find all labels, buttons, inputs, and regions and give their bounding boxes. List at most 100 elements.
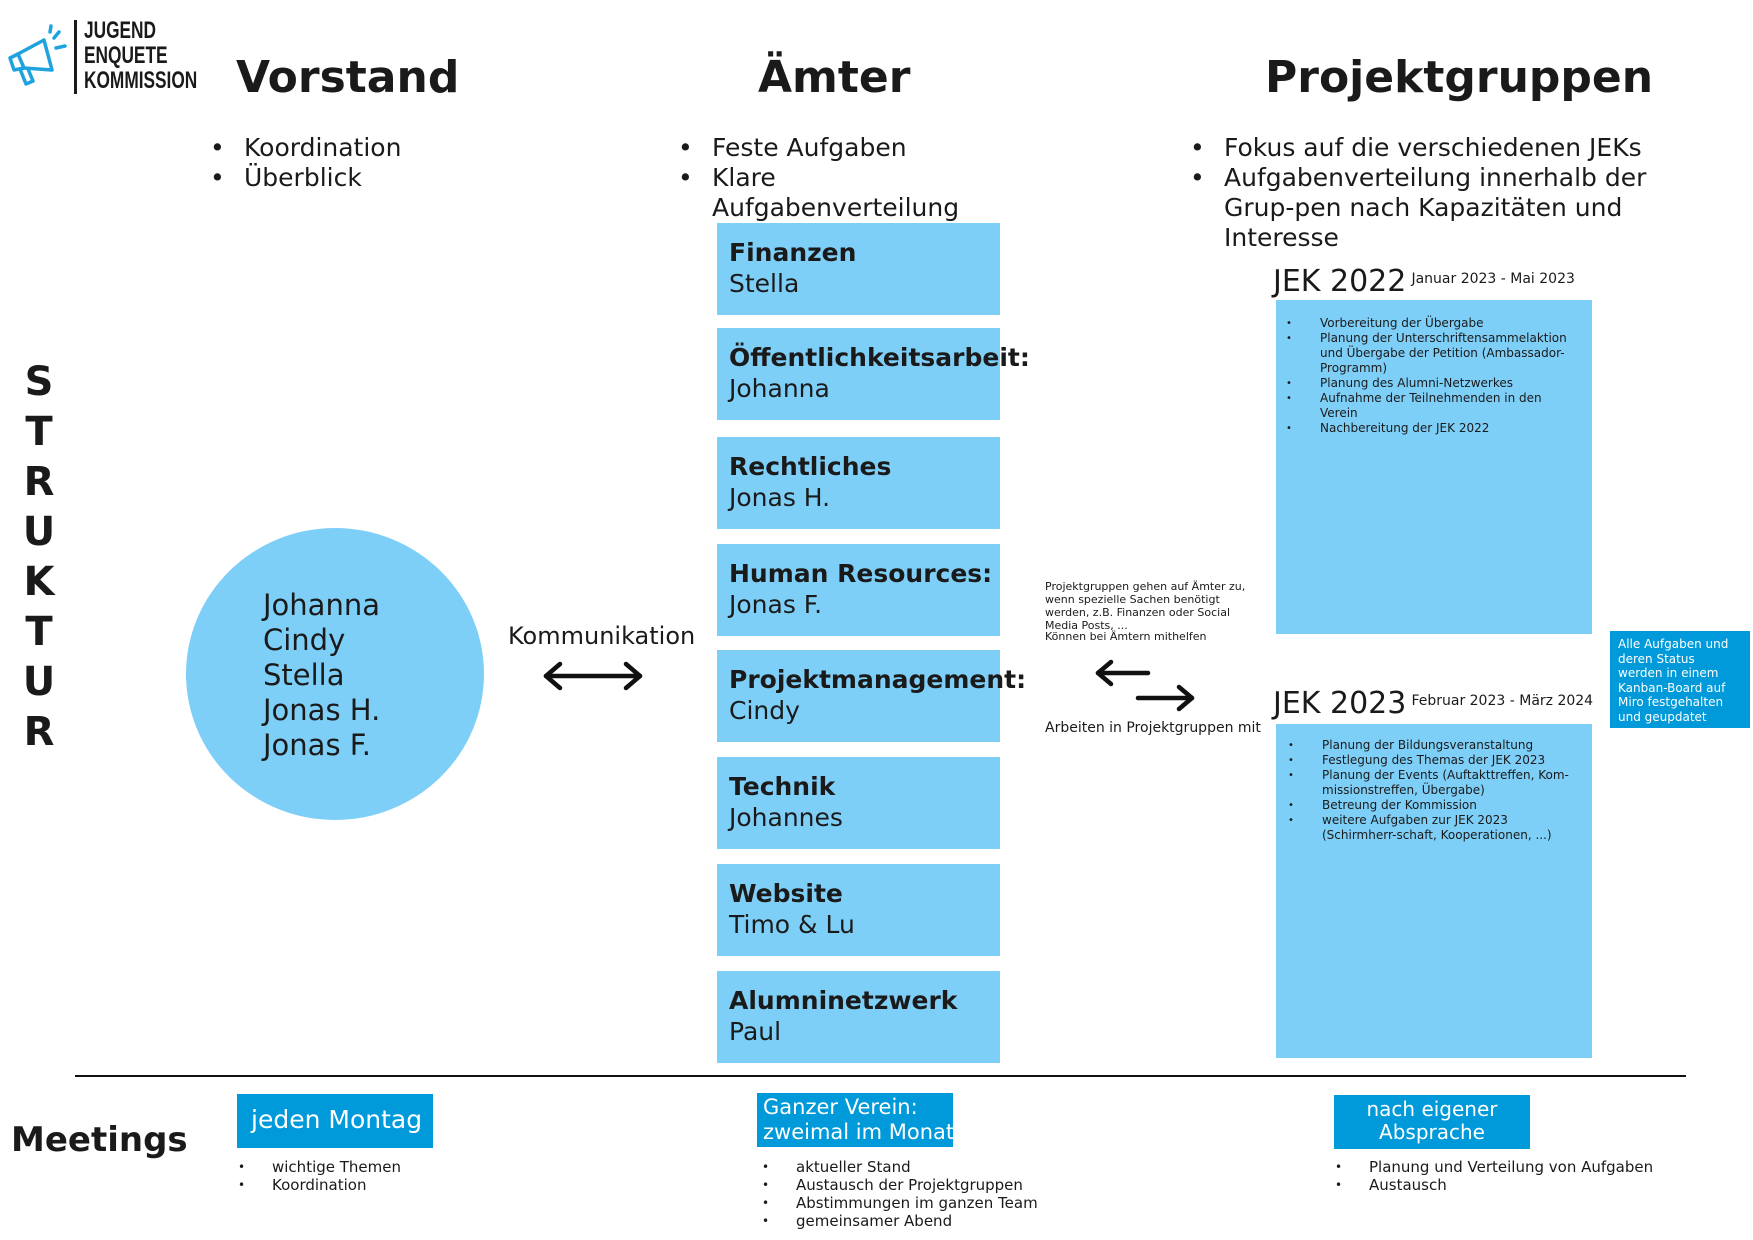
list-item: Feste Aufgaben [678, 133, 1018, 163]
side-title-letter: R [23, 459, 55, 505]
meeting-verein-badge: Ganzer Verein: zweimal im Monat [757, 1093, 954, 1147]
amt-person: Jonas H. [729, 483, 831, 512]
jek2023-box: Planung der Bildungsveranstaltung Festle… [1276, 724, 1592, 1058]
list-item: aktueller Stand [762, 1158, 1082, 1176]
vorstand-title: Vorstand [236, 52, 460, 103]
meeting-projekt-bullets: Planung und Verteilung von Aufgaben Aust… [1335, 1158, 1695, 1194]
meeting-projekt-badge: nach eigener Absprache [1334, 1095, 1530, 1149]
meeting-projekt-label-2: Absprache [1379, 1120, 1485, 1144]
meeting-verein-bullets: aktueller Stand Austausch der Projektgru… [762, 1158, 1082, 1230]
list-item: Betreung der Kommission [1288, 798, 1580, 813]
amt-title: Human Resources: [729, 559, 993, 588]
amt-title: Website [729, 879, 843, 908]
side-title-letter: K [23, 559, 55, 605]
vorstand-bullets: Koordination Überblick [210, 133, 510, 193]
meeting-vorstand-bullets: wichtige Themen Koordination [238, 1158, 518, 1194]
logo-divider [74, 20, 77, 94]
double-arrow-icon [543, 661, 643, 691]
meeting-vorstand-badge: jeden Montag [237, 1094, 433, 1148]
amt-title: Finanzen [729, 238, 857, 267]
note-projektgruppen-aemter: Projektgruppen gehen auf Ämter zu, wenn … [1045, 580, 1246, 632]
list-item: Planung der Unterschriftensammelaktion u… [1286, 331, 1582, 376]
exchange-arrows-icon [1095, 659, 1195, 712]
amt-title: Öffentlichkeitsarbeit: [729, 343, 1030, 372]
amt-person: Johanna [729, 374, 830, 403]
list-item: Planung und Verteilung von Aufgaben [1335, 1158, 1695, 1176]
list-item: weitere Aufgaben zur JEK 2023 (Schirmher… [1288, 813, 1580, 843]
amt-person: Jonas F. [729, 590, 823, 619]
list-item: Planung der Bildungsveranstaltung [1288, 738, 1580, 753]
list-item: Festlegung des Themas der JEK 2023 [1288, 753, 1580, 768]
side-title-letter: T [25, 409, 53, 455]
jek2022-header: JEK 2022 Januar 2023 - Mai 2023 [1273, 264, 1575, 299]
list-item: Austausch der Projektgruppen [762, 1176, 1082, 1194]
amt-person: Timo & Lu [729, 910, 855, 939]
jek2023-header: JEK 2023 Februar 2023 - März 2024 [1273, 686, 1593, 721]
member-name: Cindy [263, 623, 346, 657]
member-name: Jonas F. [263, 728, 372, 762]
member-name: Johanna [263, 588, 380, 622]
jek2022-title: JEK 2022 [1273, 264, 1407, 299]
megaphone-icon [8, 24, 67, 86]
kanban-note: Alle Aufgaben und deren Status werden in… [1610, 631, 1750, 728]
amt-oeffentlichkeitsarbeit: Öffentlichkeitsarbeit: Johanna [717, 328, 1030, 420]
side-title-letter: R [23, 709, 55, 755]
logo-line-3: KOMMISSION [84, 67, 198, 94]
jek2023-title: JEK 2023 [1273, 686, 1407, 721]
list-item: gemeinsamer Abend [762, 1212, 1082, 1230]
jek2022-tasks: Vorbereitung der Übergabe Planung der Un… [1286, 316, 1582, 436]
list-item: Koordination [210, 133, 510, 163]
aemter-title: Ämter [758, 52, 911, 103]
jek2022-dates: Januar 2023 - Mai 2023 [1411, 271, 1575, 287]
amt-title: Technik [729, 772, 836, 801]
jek2023-tasks: Planung der Bildungsveranstaltung Festle… [1288, 738, 1580, 843]
amt-projektmanagement: Projektmanagement: Cindy [717, 650, 1027, 742]
aemter-bullets: Feste Aufgaben Klare Aufgabenverteilung [678, 133, 1018, 223]
member-name: Jonas H. [263, 693, 381, 727]
amt-finanzen: Finanzen Stella [717, 223, 1000, 315]
note-mithelfen: Können bei Ämtern mithelfen [1045, 630, 1207, 643]
section-divider [75, 1075, 1686, 1077]
list-item: Fokus auf die verschiedenen JEKs [1190, 133, 1690, 163]
jek2023-dates: Februar 2023 - März 2024 [1411, 693, 1594, 709]
amt-alumninetzwerk: Alumninetzwerk Paul [717, 971, 1000, 1063]
list-item: Abstimmungen im ganzen Team [762, 1194, 1082, 1212]
amt-person: Stella [729, 269, 800, 298]
logo: JUGEND ENQUETE KOMMISSION [4, 18, 197, 96]
list-item: Aufgabenverteilung innerhalb der Grup-pe… [1190, 163, 1690, 253]
amt-title: Alumninetzwerk [729, 986, 958, 1015]
kommunikation-label: Kommunikation [508, 622, 696, 650]
vorstand-circle [186, 528, 484, 820]
vorstand-members: Johanna Cindy Stella Jonas H. Jonas F. [263, 588, 380, 763]
logo-text: JUGEND ENQUETE KOMMISSION [84, 18, 197, 93]
amt-person: Johannes [729, 803, 843, 832]
meeting-verein-label-1: Ganzer Verein: [763, 1095, 918, 1119]
side-title: S T R U K T U R [14, 357, 64, 757]
side-title-letter: S [24, 359, 54, 405]
list-item: Aufnahme der Teilnehmenden in den Verein [1286, 391, 1582, 421]
amt-rechtliches: Rechtliches Jonas H. [717, 437, 1000, 529]
side-title-letter: U [22, 509, 56, 555]
list-item: Nachbereitung der JEK 2022 [1286, 421, 1582, 436]
projektgruppen-title: Projektgruppen [1265, 52, 1654, 103]
list-item: Austausch [1335, 1176, 1695, 1194]
logo-line-2: ENQUETE [84, 42, 168, 69]
list-item: Klare Aufgabenverteilung [678, 163, 1018, 223]
amt-person: Cindy [729, 696, 800, 725]
jek2022-box: Vorbereitung der Übergabe Planung der Un… [1276, 300, 1592, 634]
note-arbeiten-mit: Arbeiten in Projektgruppen mit [1045, 720, 1261, 736]
list-item: Überblick [210, 163, 510, 193]
projektgruppen-bullets: Fokus auf die verschiedenen JEKs Aufgabe… [1190, 133, 1690, 253]
amt-human-resources: Human Resources: Jonas F. [717, 544, 1000, 636]
meeting-projekt-label-1: nach eigener [1366, 1097, 1498, 1121]
side-title-letter: T [25, 609, 53, 655]
member-name: Stella [263, 658, 345, 692]
list-item: Koordination [238, 1176, 518, 1194]
amt-person: Paul [729, 1017, 782, 1046]
amt-website: Website Timo & Lu [717, 864, 1000, 956]
list-item: Planung der Events (Auftakttreffen, Kom-… [1288, 768, 1580, 798]
logo-line-1: JUGEND [84, 17, 157, 44]
meetings-title: Meetings [11, 1120, 188, 1160]
amt-title: Projektmanagement: [729, 665, 1027, 694]
list-item: wichtige Themen [238, 1158, 518, 1176]
